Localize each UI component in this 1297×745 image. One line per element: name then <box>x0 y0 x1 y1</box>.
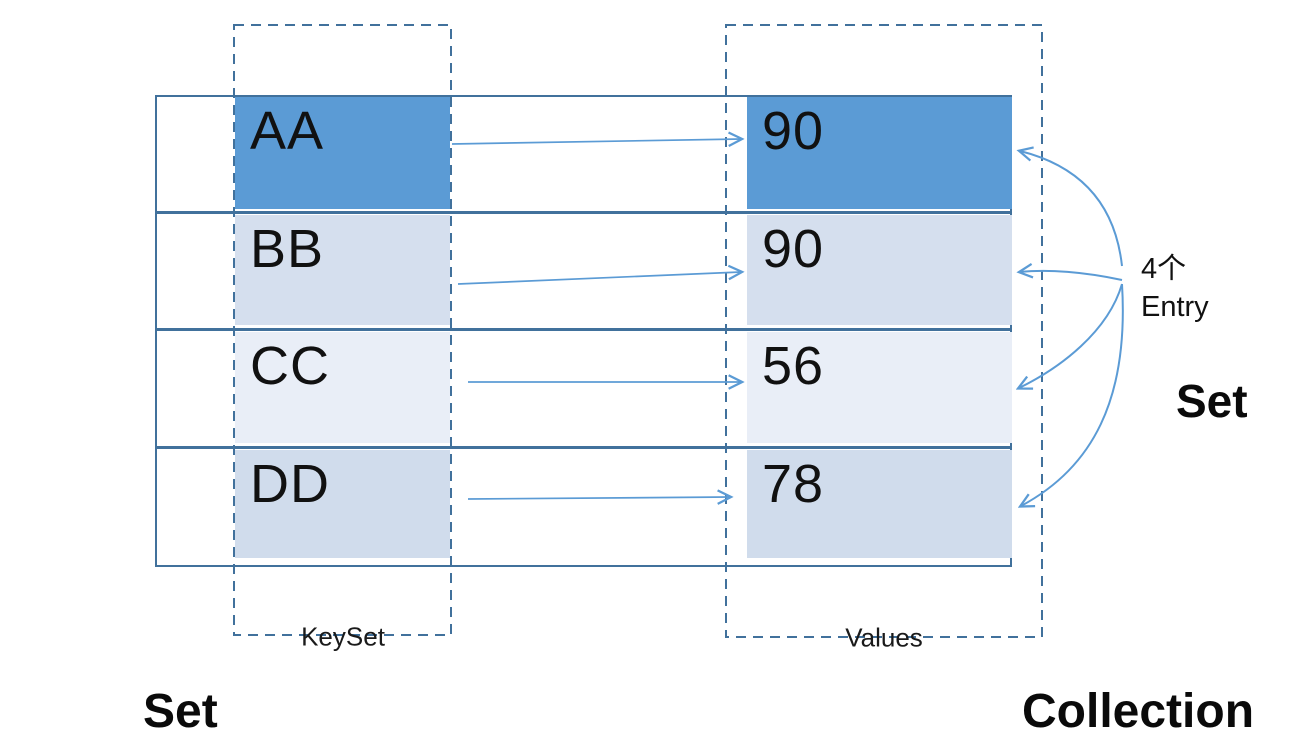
keyset-label: KeySet <box>301 621 385 652</box>
entry-annotation: 4个 Entry <box>1141 250 1209 327</box>
key-cell-row3: CC <box>235 332 450 443</box>
keyset-set-label: Set <box>143 685 218 738</box>
entry-arrow-row4 <box>1021 283 1124 506</box>
entry-arrow-row2 <box>1020 271 1123 281</box>
entry-arrow-row1 <box>1020 151 1123 267</box>
entry-arrow-row3 <box>1019 283 1123 388</box>
key-cell-row4: DD <box>235 450 450 558</box>
value-cell-row1: 90 <box>747 97 1012 209</box>
value-cell-row3: 56 <box>747 332 1012 443</box>
values-label: Values <box>845 622 923 653</box>
value-cell-row4: 78 <box>747 450 1012 558</box>
key-cell-row2: BB <box>235 215 450 325</box>
key-cell-row1: AA <box>235 97 450 209</box>
row-divider <box>156 446 1011 449</box>
value-cell-row2: 90 <box>747 215 1012 325</box>
row-divider <box>156 211 1011 214</box>
row-divider <box>156 328 1011 331</box>
entry-count-text: 4个 <box>1141 253 1187 285</box>
entry-set-label: Set <box>1176 375 1248 427</box>
values-collection-label: Collection <box>1022 685 1255 738</box>
entry-word-text: Entry <box>1141 291 1209 324</box>
